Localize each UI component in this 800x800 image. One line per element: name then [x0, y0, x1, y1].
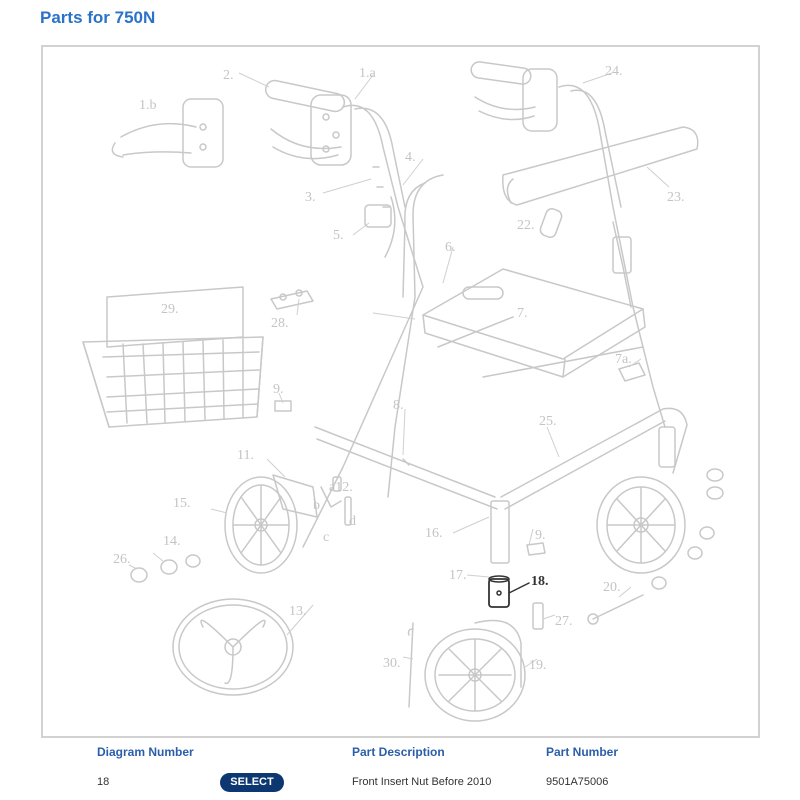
rear-wheel-left[interactable] [224, 476, 298, 574]
handle-grip-left[interactable] [264, 79, 352, 166]
label-17: 17. [449, 568, 467, 583]
label-d: d [349, 514, 356, 529]
label-6: 6. [445, 240, 456, 255]
label-23: 23. [667, 190, 685, 205]
label-19: 19. [529, 658, 547, 673]
label-18: 18. [531, 574, 549, 589]
frame-left[interactable] [302, 104, 424, 548]
label-28: 28. [271, 316, 289, 331]
label-25: 25. [539, 414, 557, 429]
axle-bolt-20[interactable] [587, 594, 644, 625]
seat-7[interactable] [422, 268, 646, 378]
frame-lower-25[interactable] [500, 407, 688, 510]
label-24: 24. [605, 64, 623, 79]
folding-clip-5[interactable] [364, 204, 392, 228]
label-13: 13. [289, 604, 307, 619]
parts-diagram: 1.a 1.b 2. 24. 3. 4. 5. 22. 23. 6. 7. 29… [41, 45, 760, 738]
label-c: c [323, 530, 329, 545]
label-16: 16. [425, 526, 443, 541]
label-4: 4. [405, 150, 416, 165]
label-26: 26. [113, 552, 131, 567]
label-8: 8. [393, 398, 404, 413]
caster-stem-27[interactable] [532, 602, 544, 630]
label-11: 11. [237, 448, 254, 463]
label-14: 14. [163, 534, 181, 549]
column-header-part-description: Part Description [352, 745, 445, 759]
column-header-part-number: Part Number [546, 745, 619, 759]
label-7: 7. [517, 306, 528, 321]
basket-clip-28[interactable] [270, 289, 314, 310]
front-post-16[interactable] [490, 500, 510, 564]
rear-wheel-right[interactable] [596, 476, 686, 574]
cross-bar-8[interactable] [314, 426, 498, 510]
label-b: b [313, 498, 320, 513]
label-2: 2. [223, 68, 234, 83]
label-22: 22. [517, 218, 535, 233]
frame-right[interactable] [558, 84, 666, 428]
label-30: 30. [383, 656, 401, 671]
diagram-number-cell: 18 [97, 776, 110, 788]
part-description-cell: Front Insert Nut Before 2010 [352, 776, 492, 788]
label-9b: 9. [535, 528, 546, 543]
frame-front-left [387, 174, 444, 498]
part-number-cell: 9501A75006 [546, 776, 609, 788]
basket-29[interactable] [82, 286, 264, 428]
handle-grip-right[interactable] [470, 61, 558, 132]
washer-14[interactable] [160, 554, 201, 575]
backrest-23[interactable] [502, 126, 699, 206]
front-caster-19[interactable] [424, 619, 526, 722]
rear-wheel-13[interactable] [172, 598, 294, 696]
column-header-diagram-number: Diagram Number [97, 745, 194, 759]
clamp-9b[interactable] [526, 542, 546, 556]
label-29: 29. [161, 302, 179, 317]
brake-lever-1b[interactable] [111, 98, 224, 168]
page-title: Parts for 750N [40, 8, 156, 27]
brake-cable [384, 196, 396, 258]
label-5: 5. [333, 228, 344, 243]
walker-exploded-view: 1.a 1.b 2. 24. 3. 4. 5. 22. 23. 6. 7. 29… [82, 61, 724, 722]
label-27: 27. [555, 614, 573, 629]
label-7a: 7a. [615, 352, 632, 367]
nut-26[interactable] [130, 567, 148, 583]
label-a12: a12. [329, 480, 353, 495]
part-22[interactable] [539, 207, 564, 239]
clamp-9[interactable] [274, 400, 292, 412]
label-15: 15. [173, 496, 191, 511]
front-insert-nut-18[interactable] [488, 575, 530, 608]
label-9: 9. [273, 382, 284, 397]
label-1a: 1.a [359, 66, 377, 81]
label-20: 20. [603, 580, 621, 595]
select-button[interactable]: SELECT [220, 773, 284, 792]
label-3: 3. [305, 190, 316, 205]
label-1b: 1.b [139, 98, 157, 113]
